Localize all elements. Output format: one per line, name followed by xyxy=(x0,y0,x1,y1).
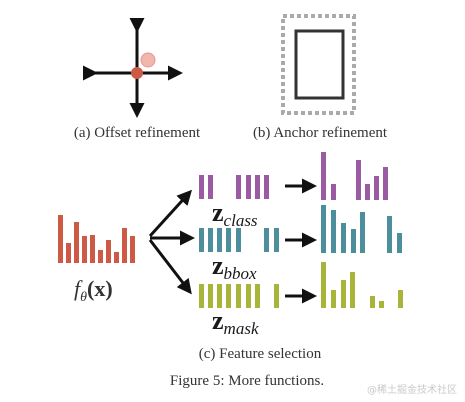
z-bbox-output-bars xyxy=(321,205,402,253)
z-mask-mask-bars xyxy=(199,284,279,308)
offset-anchor-point xyxy=(131,67,143,79)
anchor-box xyxy=(294,29,345,100)
panel-b-label: (b) Anchor refinement xyxy=(253,125,388,141)
figure-caption: Figure 5: More functions. xyxy=(170,373,324,389)
refined-anchor-dashed-box xyxy=(281,14,356,115)
panel-a-label: (a) Offset refinement xyxy=(74,125,201,141)
z-bbox-mask-bars xyxy=(199,228,279,252)
z-mask-output-bars xyxy=(321,262,403,308)
input-feature-bars xyxy=(58,215,135,263)
watermark: @稀土掘金技术社区 xyxy=(367,385,457,396)
z-class-label: zclass xyxy=(212,198,258,230)
panel-c-label: (c) Feature selection xyxy=(199,346,322,362)
z-class-mask-bars xyxy=(199,175,269,199)
anchor-refinement-diagram xyxy=(281,14,356,115)
input-function-label: fθ(x) xyxy=(74,276,113,305)
offset-refinement-diagram xyxy=(83,18,183,118)
z-class-output-bars xyxy=(321,152,388,200)
offset-ghost-point xyxy=(140,52,156,68)
z-bbox-label: zbbox xyxy=(212,251,257,283)
z-mask-label: zmask xyxy=(212,306,259,338)
branch-arrows xyxy=(148,189,195,295)
